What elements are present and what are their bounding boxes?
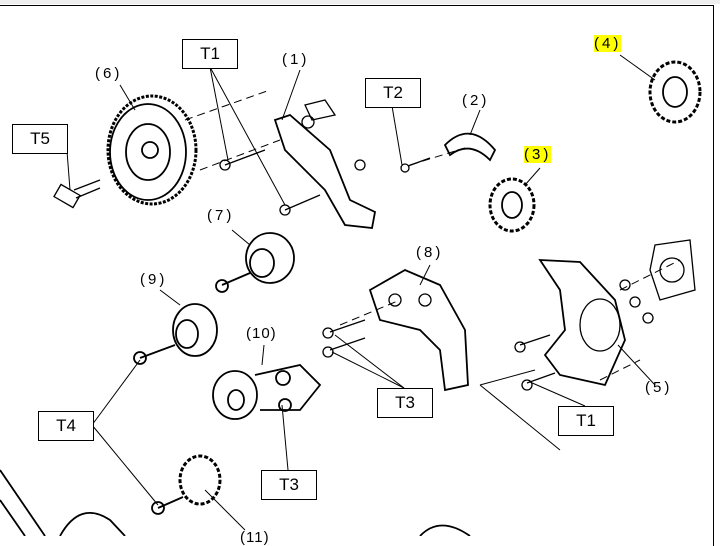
- idler-pulley-7: [215, 232, 295, 293]
- camshaft-sprocket: [106, 94, 198, 206]
- cover-2: [443, 132, 497, 162]
- tool-label-t5: T5: [12, 124, 68, 154]
- timing-belt: [0, 469, 471, 536]
- part-number-7: (7): [207, 207, 235, 224]
- tensioner-10: [212, 364, 322, 420]
- part-number-6: (6): [95, 65, 123, 82]
- part-number-3: (3): [524, 146, 552, 163]
- tool-label-t2: T2: [365, 78, 421, 108]
- crank-sprocket-11: [151, 454, 222, 515]
- tool-label-t1: T1: [182, 39, 238, 69]
- bolt-t5: [53, 179, 101, 209]
- part-number-1: (1): [282, 51, 310, 68]
- tool-label-t3-bottom: T3: [261, 470, 317, 500]
- leader-lines: [65, 54, 656, 531]
- tool-label-t1-bottom: T1: [558, 406, 614, 436]
- part-number-10: (10): [246, 325, 277, 342]
- part-number-5: (5): [645, 379, 673, 396]
- bolts-t1: [219, 149, 321, 216]
- part-number-4: (4): [594, 35, 622, 52]
- housing-5: [538, 259, 626, 387]
- tool-label-t4: T4: [38, 411, 94, 441]
- diagram-frame: [0, 5, 714, 546]
- part-number-9: (9): [140, 271, 168, 288]
- top-bar: [0, 0, 720, 4]
- bolts-lower-t1: [514, 334, 556, 391]
- part-number-8: (8): [416, 244, 444, 261]
- sprocket-3: [488, 177, 536, 233]
- tool-label-t3: T3: [377, 388, 433, 418]
- bracket-8: [368, 268, 469, 392]
- bolts-t3: [322, 319, 366, 358]
- part-number-2: (2): [462, 92, 490, 109]
- idler-pulley-9: [133, 303, 218, 365]
- part-number-11: (11): [240, 529, 270, 546]
- sprocket-4: [648, 60, 702, 124]
- bracket-1: [273, 113, 377, 229]
